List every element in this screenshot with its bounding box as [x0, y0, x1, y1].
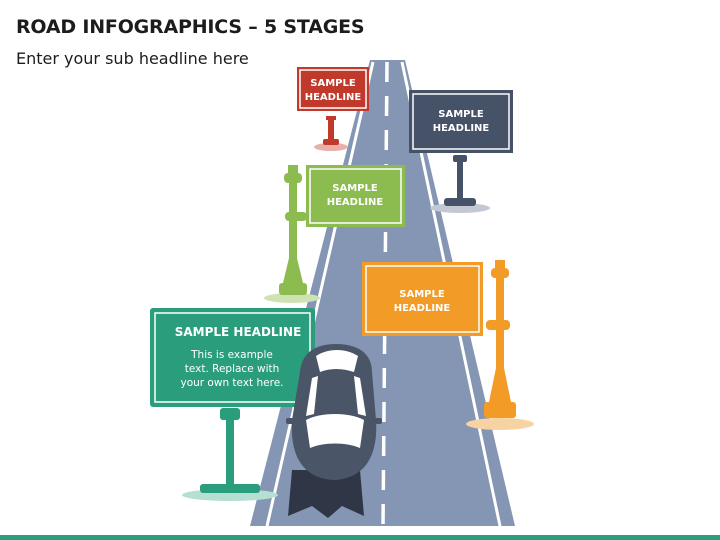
stage-1-sign: SAMPLE HEADLINE: [297, 67, 369, 151]
page-subtitle: Enter your sub headline here: [16, 49, 249, 68]
stage-1-headline-line-2: HEADLINE: [305, 92, 362, 103]
stage-2-headline-line-1: SAMPLE: [438, 109, 484, 120]
stage-5-sign: SAMPLE HEADLINE This is example text. Re…: [150, 308, 315, 501]
stage-3-headline-line-2: HEADLINE: [327, 197, 384, 208]
bottom-accent-bar: [0, 535, 720, 540]
stage-4-sign: SAMPLE HEADLINE: [362, 260, 534, 430]
stage-3-sign: SAMPLE HEADLINE: [264, 165, 405, 303]
stage-5-headline: SAMPLE HEADLINE: [175, 325, 302, 339]
car-icon: [286, 344, 382, 518]
stage-5-body-line-1: This is example: [190, 349, 273, 361]
page-title: ROAD INFOGRAPHICS – 5 STAGES: [16, 16, 365, 38]
stage-3-headline-line-1: SAMPLE: [332, 183, 378, 194]
stage-4-headline-line-1: SAMPLE: [399, 289, 445, 300]
stage-5-body-line-2: text. Replace with: [185, 363, 280, 375]
stage-1-headline-line-1: SAMPLE: [310, 78, 356, 89]
stage-2-headline-line-2: HEADLINE: [433, 123, 490, 134]
stage-5-body-line-3: your own text here.: [180, 377, 283, 389]
stage-2-sign: SAMPLE HEADLINE: [409, 90, 513, 213]
stage-4-headline-line-2: HEADLINE: [394, 303, 451, 314]
